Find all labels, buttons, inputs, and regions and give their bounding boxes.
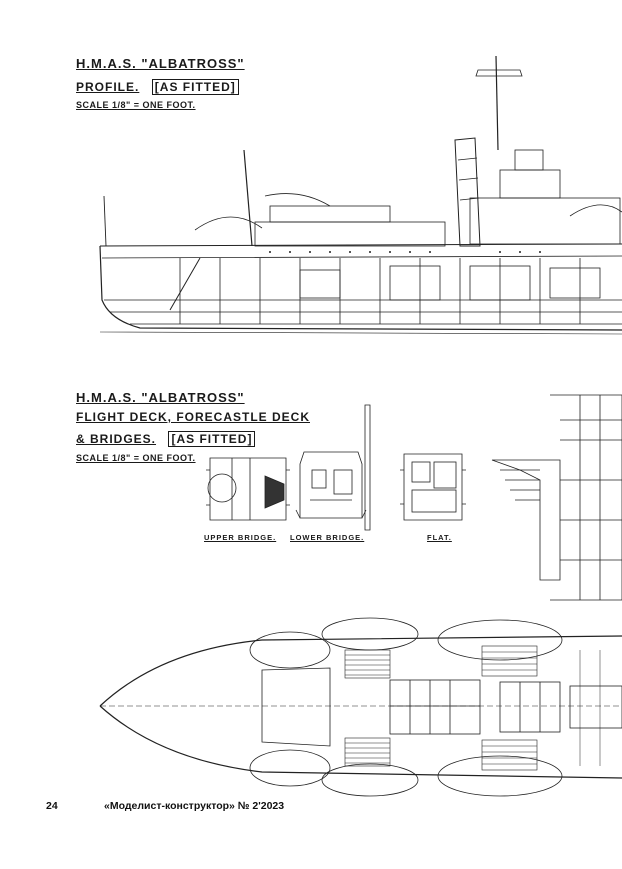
profile-as-fitted: [AS FITTED] (151, 79, 239, 95)
flight-deck-partial (491, 394, 622, 601)
caption-flat: FLAT. (427, 533, 452, 542)
magazine-credit: «Моделист-конструктор» № 2'2023 (104, 800, 285, 812)
profile-subtitle-row: PROFILE. [AS FITTED] (76, 78, 239, 96)
lower-bridge-plan (295, 404, 371, 531)
flat-plan (400, 453, 466, 521)
decks-title-line2: & BRIDGES. (76, 432, 157, 446)
decks-as-fitted: [AS FITTED] (168, 431, 256, 447)
caption-lower-bridge: LOWER BRIDGE. (290, 533, 365, 542)
main-deck-plan (99, 617, 622, 797)
upper-bridge-plan (206, 457, 290, 521)
decks-scale: SCALE 1/8" = ONE FOOT. (76, 453, 196, 463)
decks-ship-title: H.M.A.S. "ALBATROSS" (76, 390, 245, 405)
page-number: 24 (46, 800, 58, 812)
decks-title-line1: FLIGHT DECK, FORECASTLE DECK (76, 410, 310, 424)
decks-title-row2: & BRIDGES. [AS FITTED] (76, 430, 256, 448)
ship-profile-drawing (99, 55, 622, 335)
profile-ship-title: H.M.A.S. "ALBATROSS" (76, 56, 245, 71)
caption-upper-bridge: UPPER BRIDGE. (204, 533, 277, 542)
profile-subtitle: PROFILE. (76, 80, 140, 94)
profile-scale: SCALE 1/8" = ONE FOOT. (76, 100, 196, 110)
